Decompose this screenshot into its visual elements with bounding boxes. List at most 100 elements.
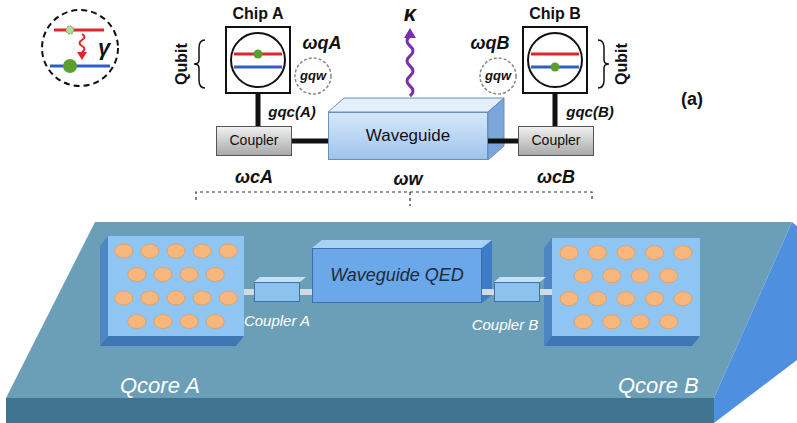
qubit-dot (645, 292, 663, 306)
node-label: Waveguide (366, 127, 450, 146)
qubit-dots (560, 246, 692, 329)
qubit-label: Qubit (613, 43, 631, 85)
qubit-dot (115, 244, 133, 258)
qubit-dot (603, 269, 621, 283)
qubit-state (551, 63, 560, 72)
qubit-dot (141, 244, 159, 258)
qubit-dot (645, 246, 663, 260)
excited-level (531, 53, 579, 56)
qubit-dot (617, 292, 635, 306)
qubit-dot (660, 315, 678, 329)
ground-level (234, 66, 282, 69)
loss-rate: κ (404, 2, 416, 26)
frequency-label: ωcB (537, 168, 575, 188)
qubit-dot (219, 244, 237, 258)
qubit-dot (660, 269, 678, 283)
qubit-dot (574, 269, 592, 283)
qcore-block: Qcore B (552, 238, 700, 336)
qubit-dot (193, 244, 211, 258)
coupler-box: Coupler (216, 126, 292, 156)
chip-fill (522, 26, 588, 94)
link-line (488, 139, 518, 144)
link-line (540, 289, 552, 295)
box-top (328, 98, 504, 112)
qcore-side (100, 336, 244, 346)
box-side (488, 98, 504, 160)
qubit-dot (154, 315, 172, 329)
link-line (244, 289, 254, 295)
qubit-dot (141, 291, 159, 305)
coupler-box: Coupler (518, 126, 594, 156)
qubit-dot (180, 315, 198, 329)
qubit-dot (128, 268, 146, 282)
qcore-side (544, 336, 700, 346)
qubit-dot (115, 291, 133, 305)
qubit-dot (193, 291, 211, 305)
node-label: Coupler (229, 133, 278, 148)
box-top (312, 240, 492, 248)
loss-arrowhead (404, 28, 416, 38)
qubit-dot (167, 244, 185, 258)
excited-level (54, 29, 104, 32)
qubit-dot (589, 246, 607, 260)
qubit-dot (128, 315, 146, 329)
node-label: Qcore A (120, 374, 200, 398)
frequency-label: ωcA (235, 168, 273, 188)
coupling-circle (295, 58, 331, 94)
qubit-bracket (598, 40, 609, 88)
coupling-label: gqw (485, 69, 511, 83)
qcore-side (100, 236, 108, 346)
link-line (482, 289, 494, 295)
chip-slab-side (714, 222, 797, 423)
qubit-dot (560, 292, 578, 306)
qubit-dot (603, 315, 621, 329)
qubit-label: Qubit (173, 43, 191, 85)
frequency-label: ωqA (302, 34, 341, 54)
qubit-dot (206, 268, 224, 282)
node-label: Chip A (233, 5, 284, 23)
chip-slab-front (6, 398, 714, 423)
link-line (292, 139, 328, 144)
qubit-dot (219, 291, 237, 305)
qubit-circle (231, 33, 285, 87)
decay-arrowhead (77, 52, 87, 60)
loss-arrow (407, 36, 413, 96)
former-state (66, 26, 74, 34)
coupling-circle (480, 58, 516, 94)
coupling-label: gqc(A) (268, 104, 316, 121)
qubit-dot (180, 268, 198, 282)
chip-box: Chip B (522, 26, 588, 94)
chip-box: Chip A (225, 26, 291, 94)
qubit-dot (167, 291, 185, 305)
coupler-box: Coupler B (494, 282, 540, 302)
qcore-block: Qcore A (108, 236, 244, 336)
qubit-dot (154, 268, 172, 282)
coupling-label: gqc(B) (566, 104, 614, 121)
coupler-box: Coupler A (254, 282, 300, 302)
qubit-dot (206, 315, 224, 329)
qubit-dot (589, 292, 607, 306)
qubit-dots (115, 244, 238, 329)
decay-rate: γ (98, 36, 110, 60)
chip-fill (225, 26, 291, 94)
frequency-label: ωqB (470, 34, 509, 54)
qubit-circle (528, 33, 582, 87)
qubit-dot (560, 246, 578, 260)
link-line (553, 94, 558, 126)
qcore-face (108, 236, 244, 336)
qubit-state (63, 59, 77, 73)
qubit-dot (631, 269, 649, 283)
node-label: Coupler A (244, 313, 310, 330)
node-label: Waveguide QED (330, 266, 464, 286)
qubit-state (254, 50, 263, 59)
qubit-dot (574, 315, 592, 329)
waveguide-box: Waveguide QED (312, 248, 482, 303)
qubit-dot (617, 246, 635, 260)
node-label: Chip B (529, 5, 581, 23)
inset-circle (42, 10, 118, 86)
chip-slab-top (6, 222, 792, 398)
qubit-dot (631, 315, 649, 329)
panel-label: (a) (681, 90, 703, 110)
